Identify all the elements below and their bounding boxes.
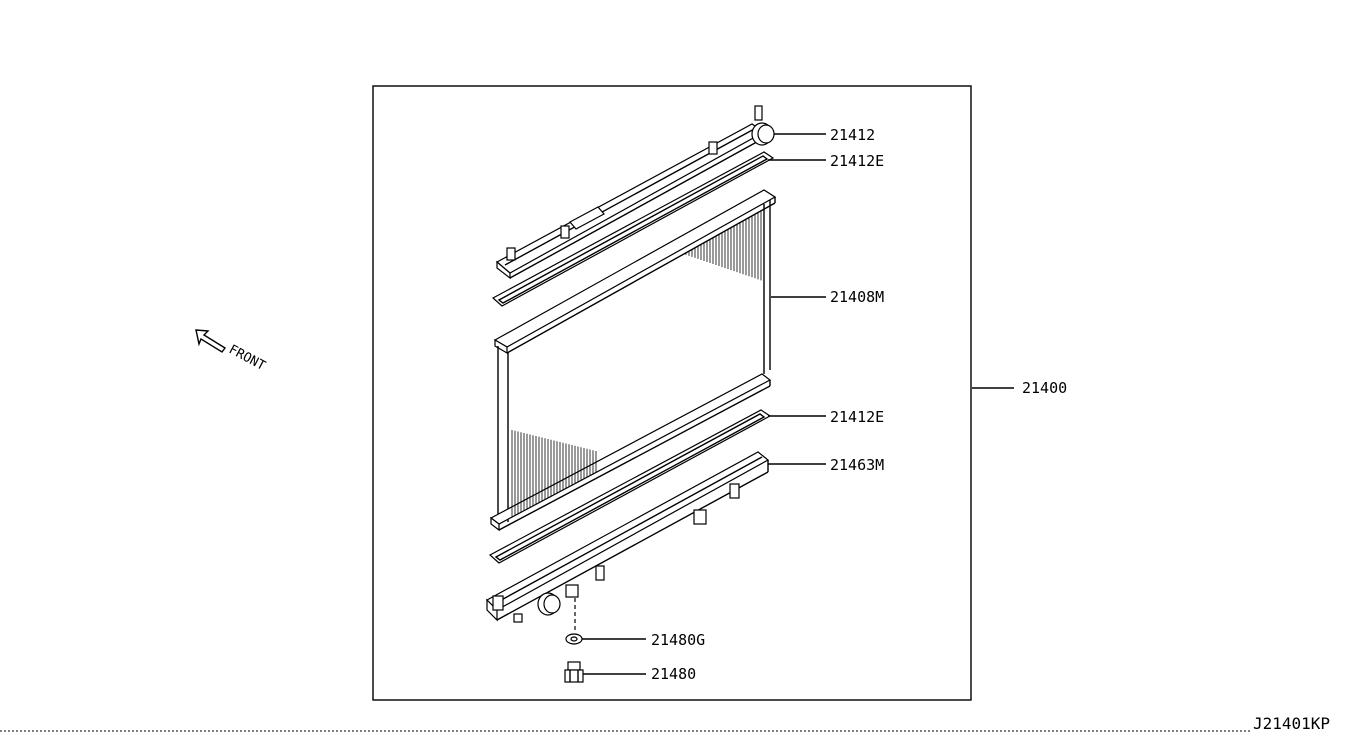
figure-code: J21401KP — [1253, 714, 1330, 733]
callout-21412: 21412 — [830, 126, 875, 144]
callout-21480: 21480 — [651, 665, 696, 683]
callout-21408m: 21408M — [830, 288, 884, 306]
core-fins-lower — [511, 430, 597, 518]
upper-tank — [495, 105, 775, 280]
core-fins-upper — [685, 210, 762, 281]
callout-21412e-upper: 21412E — [830, 152, 884, 170]
lower-seal — [488, 409, 772, 564]
front-arrow-icon — [195, 329, 227, 353]
lower-tank — [486, 451, 770, 623]
upper-seal — [491, 151, 775, 307]
assembly-frame — [372, 85, 972, 701]
radiator-core — [489, 189, 777, 532]
callout-21400: 21400 — [1022, 379, 1067, 397]
callout-21412e-lower: 21412E — [830, 408, 884, 426]
drain-plug — [564, 661, 584, 683]
leader-lines — [582, 133, 1014, 675]
callout-21463m: 21463M — [830, 456, 884, 474]
front-label: FRONT — [226, 342, 268, 374]
drain-gasket — [565, 633, 583, 645]
callout-21480g: 21480G — [651, 631, 705, 649]
